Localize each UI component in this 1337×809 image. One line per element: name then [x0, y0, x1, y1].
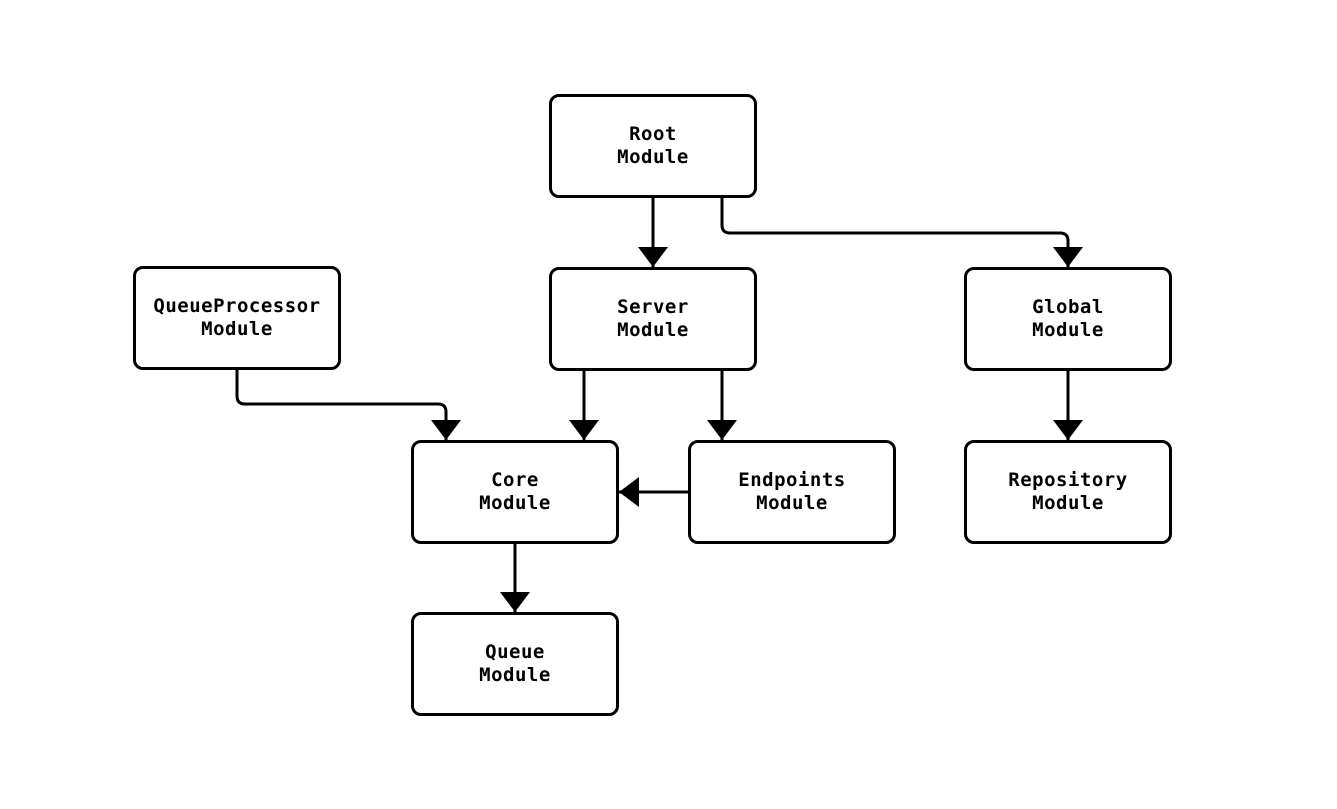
edge-core-queue: [500, 544, 530, 612]
edge-root-global: [720, 198, 1083, 267]
edge-queueprocessor-core-line: [235, 370, 448, 440]
edge-server-core: [569, 371, 599, 440]
edge-server-core-arrowhead-icon: [569, 420, 599, 440]
edge-core-queue-arrowhead-icon: [500, 592, 530, 612]
node-root-label: Root Module: [617, 123, 689, 168]
node-queue: Queue Module: [411, 612, 619, 716]
node-endpoints-label: Endpoints Module: [738, 469, 846, 514]
node-core-label: Core Module: [479, 469, 551, 514]
edge-endpoints-core: [619, 477, 688, 507]
node-global: Global Module: [964, 267, 1172, 371]
edge-queueprocessor-core: [235, 370, 461, 440]
edge-root-server-arrowhead-icon: [638, 247, 668, 267]
edge-endpoints-core-arrowhead-icon: [619, 477, 639, 507]
node-repository-label: Repository Module: [1008, 469, 1128, 514]
edge-root-global-arrowhead-icon: [1053, 247, 1083, 267]
node-queueprocessor-label: QueueProcessor Module: [153, 295, 321, 340]
node-endpoints: Endpoints Module: [688, 440, 896, 544]
node-core: Core Module: [411, 440, 619, 544]
node-server: Server Module: [549, 267, 757, 371]
edge-global-repository: [1053, 371, 1083, 440]
edge-queueprocessor-core-arrowhead-icon: [431, 420, 461, 440]
node-server-label: Server Module: [617, 296, 689, 341]
node-repository: Repository Module: [964, 440, 1172, 544]
node-queueprocessor: QueueProcessor Module: [133, 266, 341, 370]
node-queue-label: Queue Module: [479, 641, 551, 686]
edge-server-endpoints: [707, 371, 737, 440]
node-global-label: Global Module: [1032, 296, 1104, 341]
edge-global-repository-arrowhead-icon: [1053, 420, 1083, 440]
edge-root-global-line: [720, 198, 1070, 267]
edge-server-endpoints-arrowhead-icon: [707, 420, 737, 440]
edge-root-server: [638, 198, 668, 267]
node-root: Root Module: [549, 94, 757, 198]
